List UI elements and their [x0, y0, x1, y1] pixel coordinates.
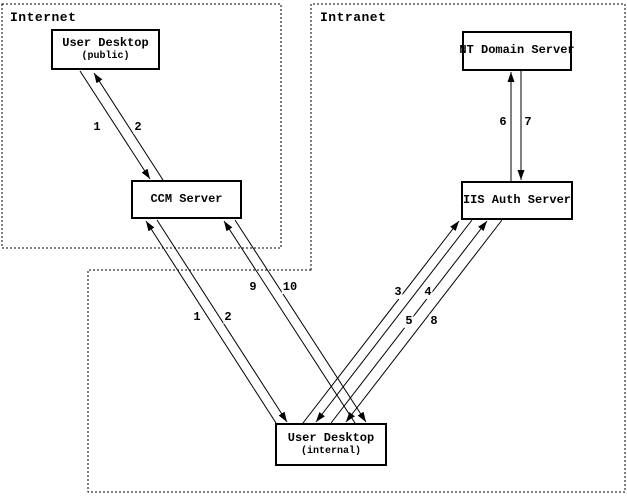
edge-line-1-internal-to-ccm [145, 220, 277, 424]
node-title: NT Domain Server [459, 43, 575, 58]
edge-label-1-internal: 1 [192, 310, 202, 324]
edge-label-3: 3 [393, 285, 403, 299]
edge-label-2-public: 2 [133, 120, 143, 134]
edge-line-10-ccm-to-internal [234, 219, 367, 423]
edge-line-2-ccm-to-public [93, 72, 164, 181]
node-user-desktop-internal: User Desktop (internal) [275, 423, 387, 466]
edge-label-2-internal: 2 [223, 310, 233, 324]
node-subtitle: (public) [81, 50, 130, 62]
edge-line-8-iis-to-internal [345, 219, 503, 423]
edge-label-8: 8 [429, 314, 439, 328]
node-title: User Desktop [287, 430, 375, 445]
edge-label-6: 6 [498, 115, 508, 129]
edge-label-7: 7 [523, 115, 533, 129]
node-iis-auth-server: IIS Auth Server [461, 181, 573, 220]
node-subtitle: (internal) [300, 445, 361, 457]
edge-label-9: 9 [248, 280, 258, 294]
edge-line-4-iis-to-internal [315, 219, 473, 423]
edge-label-5: 5 [404, 314, 414, 328]
edge-line-9-internal-to-ccm [223, 220, 356, 424]
node-user-desktop-public: User Desktop (public) [51, 29, 160, 70]
node-ccm-server: CCM Server [131, 180, 242, 219]
node-nt-domain-server: NT Domain Server [459, 31, 575, 71]
edge-line-2-ccm-to-internal [156, 219, 288, 423]
intranet-zone-border [87, 3, 626, 493]
edge-line-3-internal-to-iis [302, 220, 460, 424]
edge-label-1-public: 1 [92, 120, 102, 134]
edge-label-4: 4 [423, 285, 433, 299]
node-title: IIS Auth Server [462, 192, 572, 207]
node-title: CCM Server [150, 191, 223, 206]
internet-zone-border [1, 3, 282, 249]
node-title: User Desktop [62, 35, 149, 50]
edge-label-10: 10 [281, 280, 299, 294]
internet-zone-label: Internet [10, 10, 77, 25]
intranet-zone-label: Intranet [320, 10, 387, 25]
edge-line-1-public-to-ccm [79, 70, 151, 180]
